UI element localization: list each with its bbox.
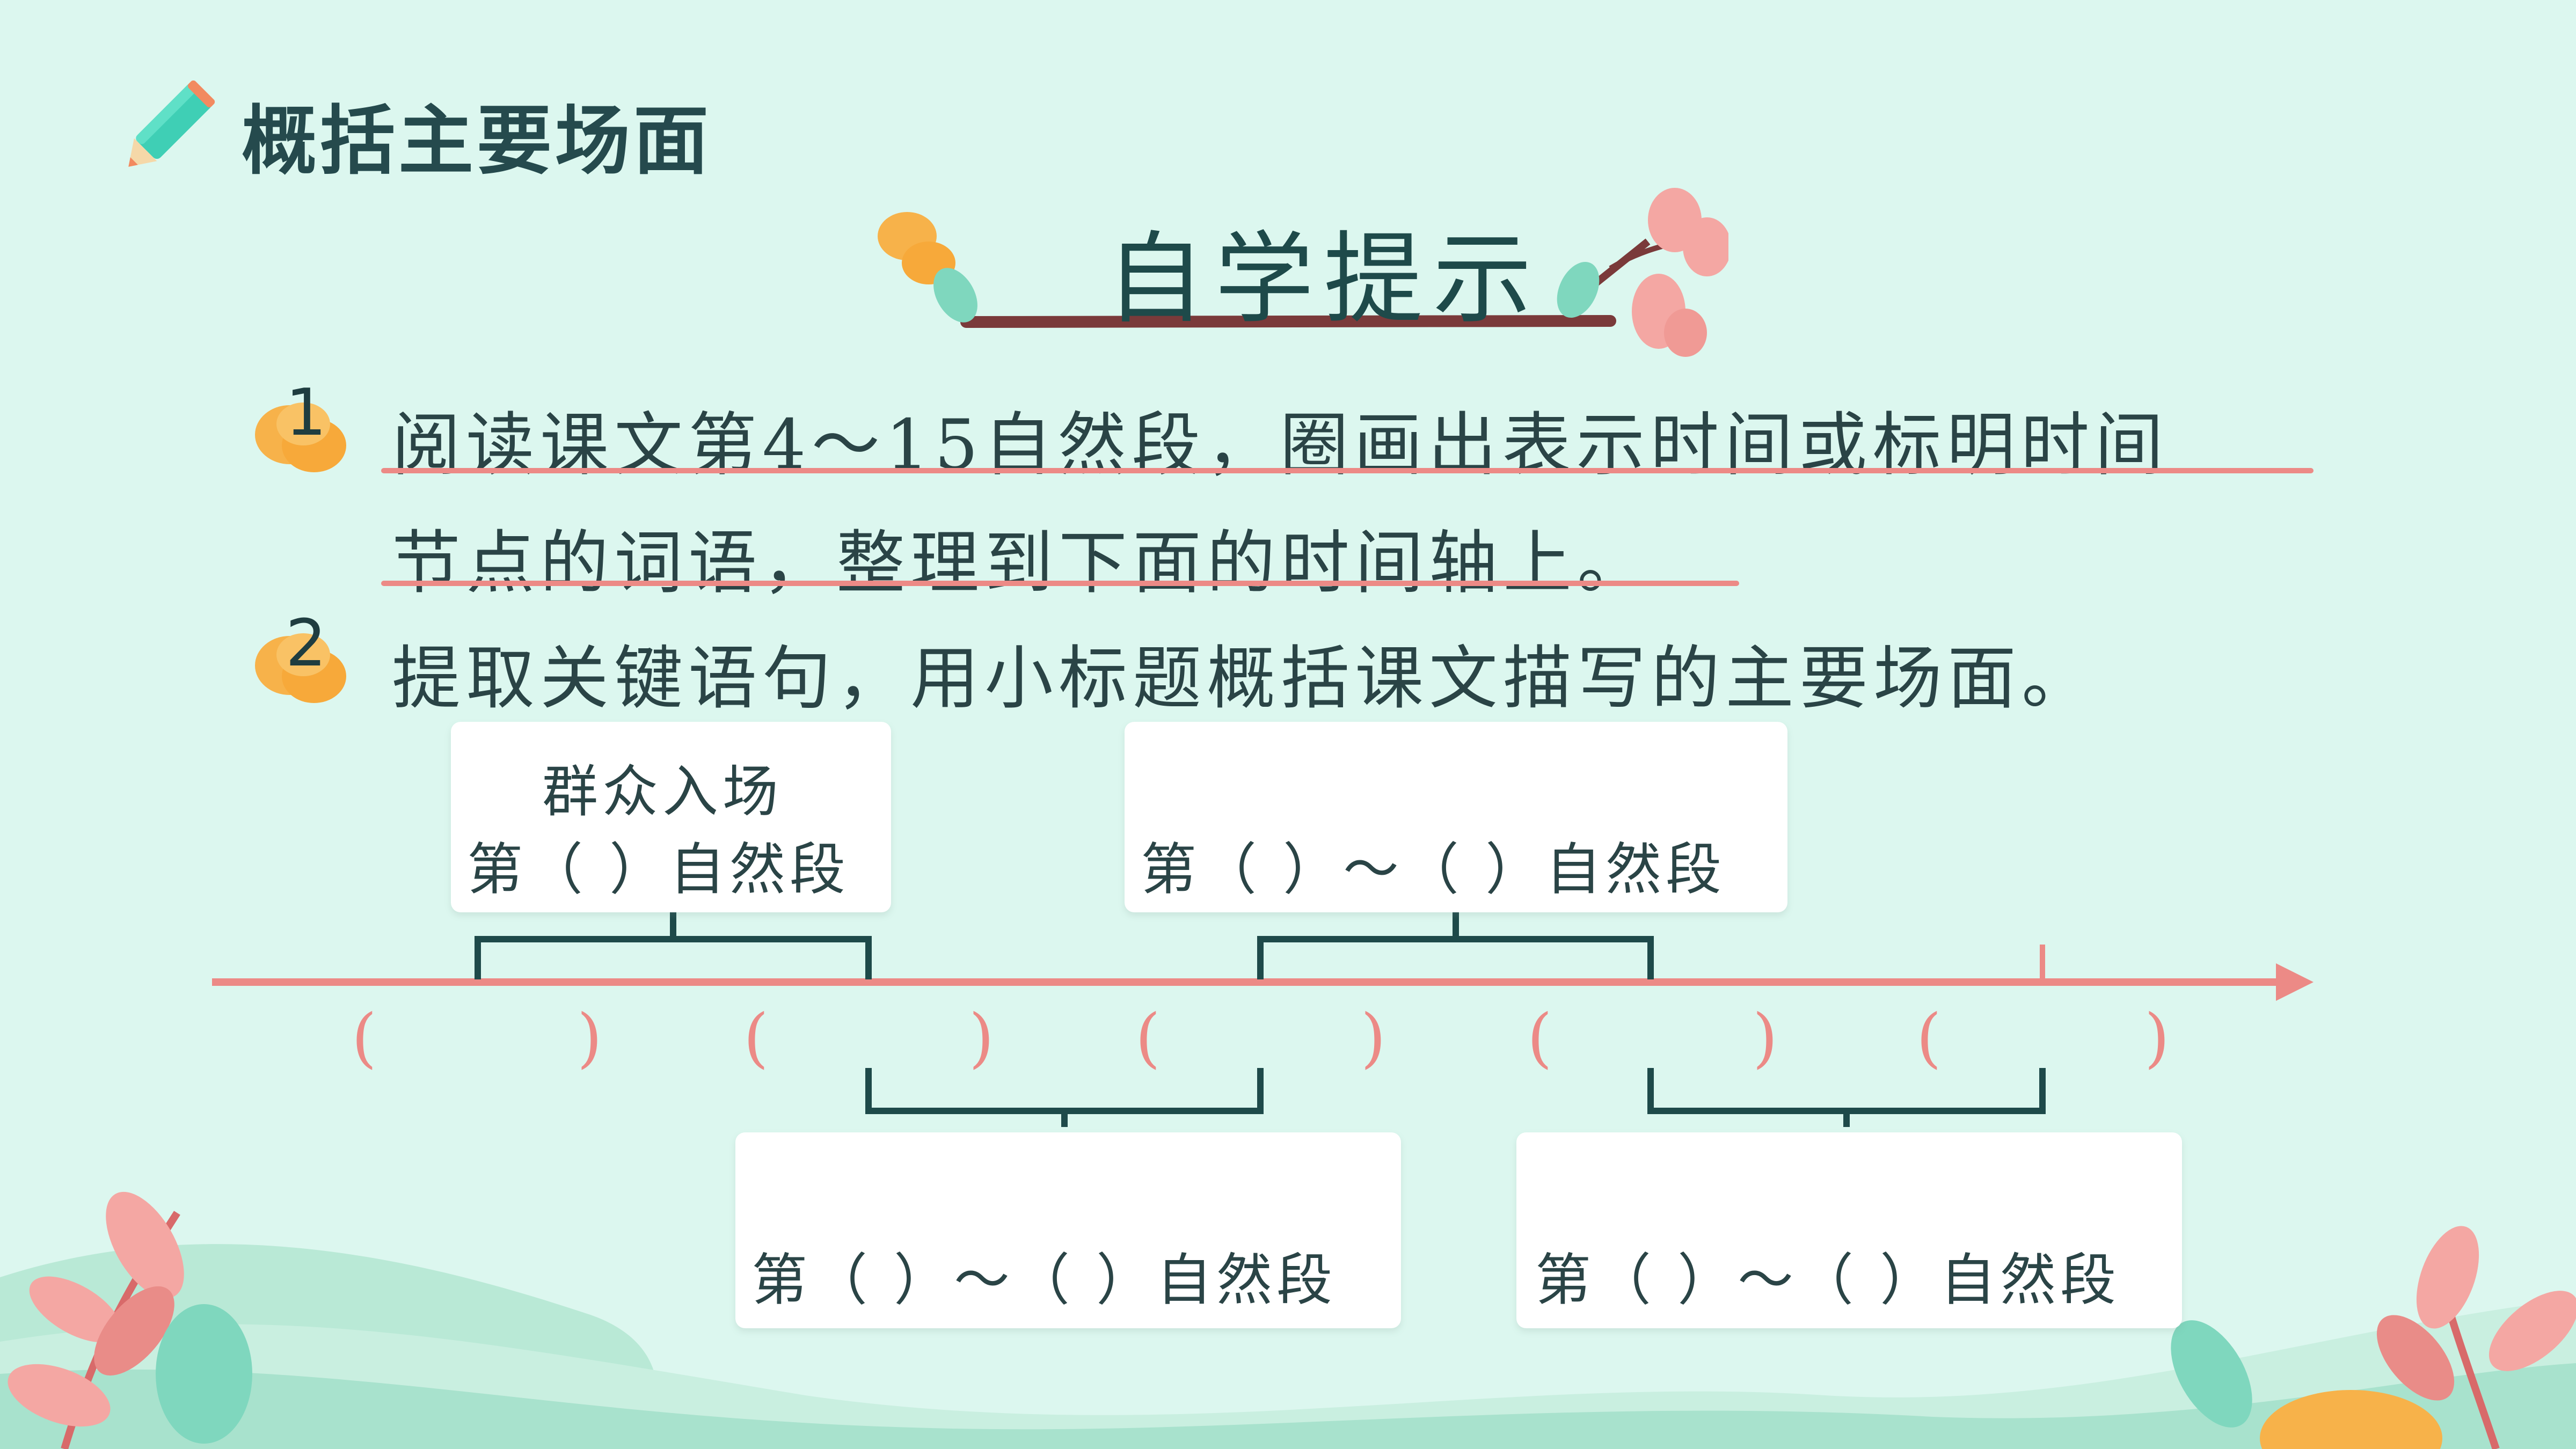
underline <box>381 468 2314 473</box>
paragraph-range: 第（ ）自然段 <box>467 837 850 902</box>
left-plant-decoration <box>8 1191 252 1449</box>
right-plant-decoration <box>2171 1226 2576 1449</box>
scene-box <box>735 1132 1401 1328</box>
time-blank-open: ( <box>1135 1001 1161 1075</box>
time-blank-open: ( <box>1916 1001 1942 1075</box>
number-leaf-icon <box>255 402 346 472</box>
paragraph-range: 第（ ）～（ ）自然段 <box>1535 1247 2121 1313</box>
instruction-number: 1 <box>285 376 327 450</box>
timeline-axis <box>212 912 2314 1127</box>
section-title: 概括主要场面 <box>242 98 712 185</box>
scene-box <box>1125 722 1787 912</box>
pencil-icon <box>128 80 215 167</box>
scene-box <box>451 722 891 912</box>
instruction-2-line1: 提取关键语句，用小标题概括课文描写的主要场面。 <box>392 639 2096 719</box>
scene-title: 群众入场 <box>542 759 783 824</box>
time-blank-close: ) <box>2144 1001 2170 1075</box>
time-blank-close: ) <box>969 1001 994 1075</box>
time-blank-open: ( <box>1527 1001 1552 1075</box>
paragraph-range: 第（ ）～（ ）自然段 <box>751 1247 1337 1313</box>
time-blank-open: ( <box>352 1001 377 1075</box>
branch-decoration <box>878 188 1728 357</box>
instruction-1-line1: 阅读课文第4～15自然段，圈画出表示时间或标明时间 <box>392 405 2169 485</box>
number-leaf-icon <box>255 633 346 703</box>
time-blank-close: ) <box>1753 1001 1778 1075</box>
instruction-number: 2 <box>285 606 327 681</box>
hint-title: 自学提示 <box>1106 221 1542 337</box>
instruction-1-line2: 节点的词语，整理到下面的时间轴上。 <box>392 523 1652 603</box>
scene-box <box>1516 1132 2182 1328</box>
time-blank-open: ( <box>743 1001 769 1075</box>
time-blank-close: ) <box>577 1001 602 1075</box>
paragraph-range: 第（ ）～（ ）自然段 <box>1141 837 1726 902</box>
underline <box>381 581 1739 586</box>
time-blank-close: ) <box>1361 1001 1386 1075</box>
